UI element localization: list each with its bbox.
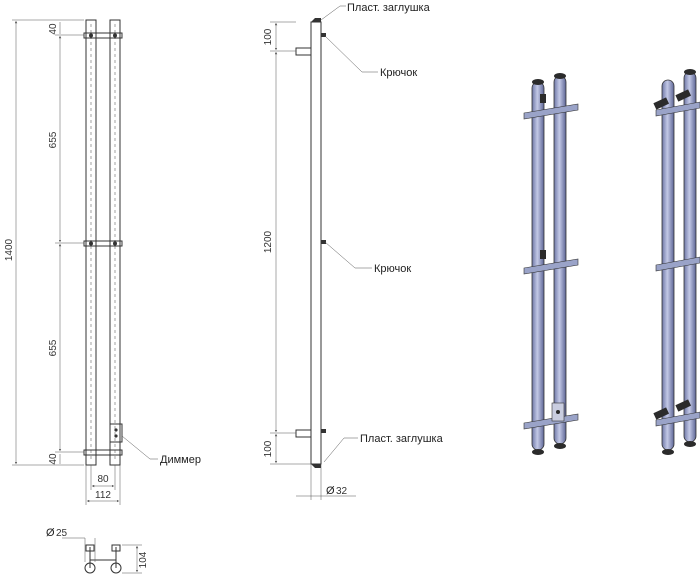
iso-crossbar xyxy=(655,101,700,117)
dim-inner-width: 80 xyxy=(97,474,109,485)
iso-tube xyxy=(683,71,697,443)
leader-cap-top xyxy=(320,5,341,21)
iso-cap-icon xyxy=(532,449,544,455)
bolt-icon xyxy=(89,33,93,38)
cap-bottom-label: Пласт. заглушка xyxy=(360,433,444,445)
wall-mount-icon xyxy=(675,89,692,102)
wall-bracket-bottom xyxy=(295,429,312,438)
dim-bottom-gap: 40 xyxy=(48,453,59,465)
tube-section xyxy=(110,562,122,574)
dimmer-box xyxy=(109,423,123,443)
front-view: Диммер 1400 40 655 655 40 80 112 xyxy=(4,19,201,505)
crossbar-middle xyxy=(83,240,123,247)
iso-cap-icon xyxy=(554,443,566,449)
dim-outer-width: 112 xyxy=(95,490,111,501)
dim-total-height: 1400 xyxy=(4,238,15,261)
cap-bottom xyxy=(311,464,321,468)
iso-cap-icon xyxy=(662,449,674,455)
hook-top-label: Крючок xyxy=(380,67,417,79)
diameter-symbol-icon: Ø xyxy=(46,527,55,539)
bracket-plate xyxy=(111,544,121,552)
crossbar-bottom xyxy=(83,449,123,456)
iso-crossbar xyxy=(655,411,700,427)
dim-middle: 1200 xyxy=(263,230,274,253)
iso-cap-icon xyxy=(684,69,696,75)
diameter-symbol-icon: Ø xyxy=(326,485,335,497)
hook-icon xyxy=(321,33,326,37)
dim-top-gap: 40 xyxy=(48,23,59,35)
iso-view-back xyxy=(653,69,700,455)
dim-tube-diameter: 25 xyxy=(56,528,68,539)
dimmer-label: Диммер xyxy=(160,454,201,466)
iso-crossbar xyxy=(523,258,579,275)
dim-section-upper: 655 xyxy=(48,131,59,148)
hook-icon xyxy=(321,429,326,433)
wall-mount-icon xyxy=(653,407,670,420)
hook-middle-label: Крючок xyxy=(374,263,411,275)
bracket-plate xyxy=(85,544,95,552)
hook-icon xyxy=(540,94,546,103)
dimmer-knob-icon xyxy=(114,428,118,432)
side-tube xyxy=(310,21,322,465)
dim-section-lower: 655 xyxy=(48,339,59,356)
wall-mount-icon xyxy=(675,399,692,412)
cap-top-label: Пласт. заглушка xyxy=(347,2,431,14)
dim-top-offset: 100 xyxy=(263,28,274,45)
dimmer-knob-icon xyxy=(556,410,560,414)
wall-bracket-top xyxy=(295,47,312,56)
dim-diameter: 32 xyxy=(336,486,348,497)
wall-mount-icon xyxy=(653,97,670,110)
leader-hook-top xyxy=(324,35,363,73)
iso-cap-icon xyxy=(532,79,544,85)
iso-tube xyxy=(553,75,567,445)
dimmer-knob-icon xyxy=(114,434,118,438)
iso-crossbar xyxy=(655,256,700,272)
tube-section xyxy=(84,562,96,574)
iso-crossbar xyxy=(523,103,579,120)
bolt-icon xyxy=(89,241,93,246)
bolt-icon xyxy=(113,33,117,38)
hook-icon xyxy=(321,240,326,244)
side-view: Пласт. заглушка Крючок Крючок Пласт. заг… xyxy=(263,2,444,500)
leader-cap-bottom xyxy=(323,437,345,463)
dimmer-leader xyxy=(121,435,151,460)
iso-cap-icon xyxy=(684,441,696,447)
hook-icon xyxy=(540,250,546,259)
cap-top xyxy=(311,18,321,22)
iso-cap-icon xyxy=(554,73,566,79)
top-view: Ø 25 104 xyxy=(46,527,149,574)
dim-depth: 104 xyxy=(138,551,149,568)
bolt-icon xyxy=(113,241,117,246)
crossbar-top xyxy=(83,32,123,39)
iso-view-front xyxy=(523,73,579,455)
leader-hook-middle xyxy=(324,241,356,269)
dim-bottom-offset: 100 xyxy=(263,440,274,457)
